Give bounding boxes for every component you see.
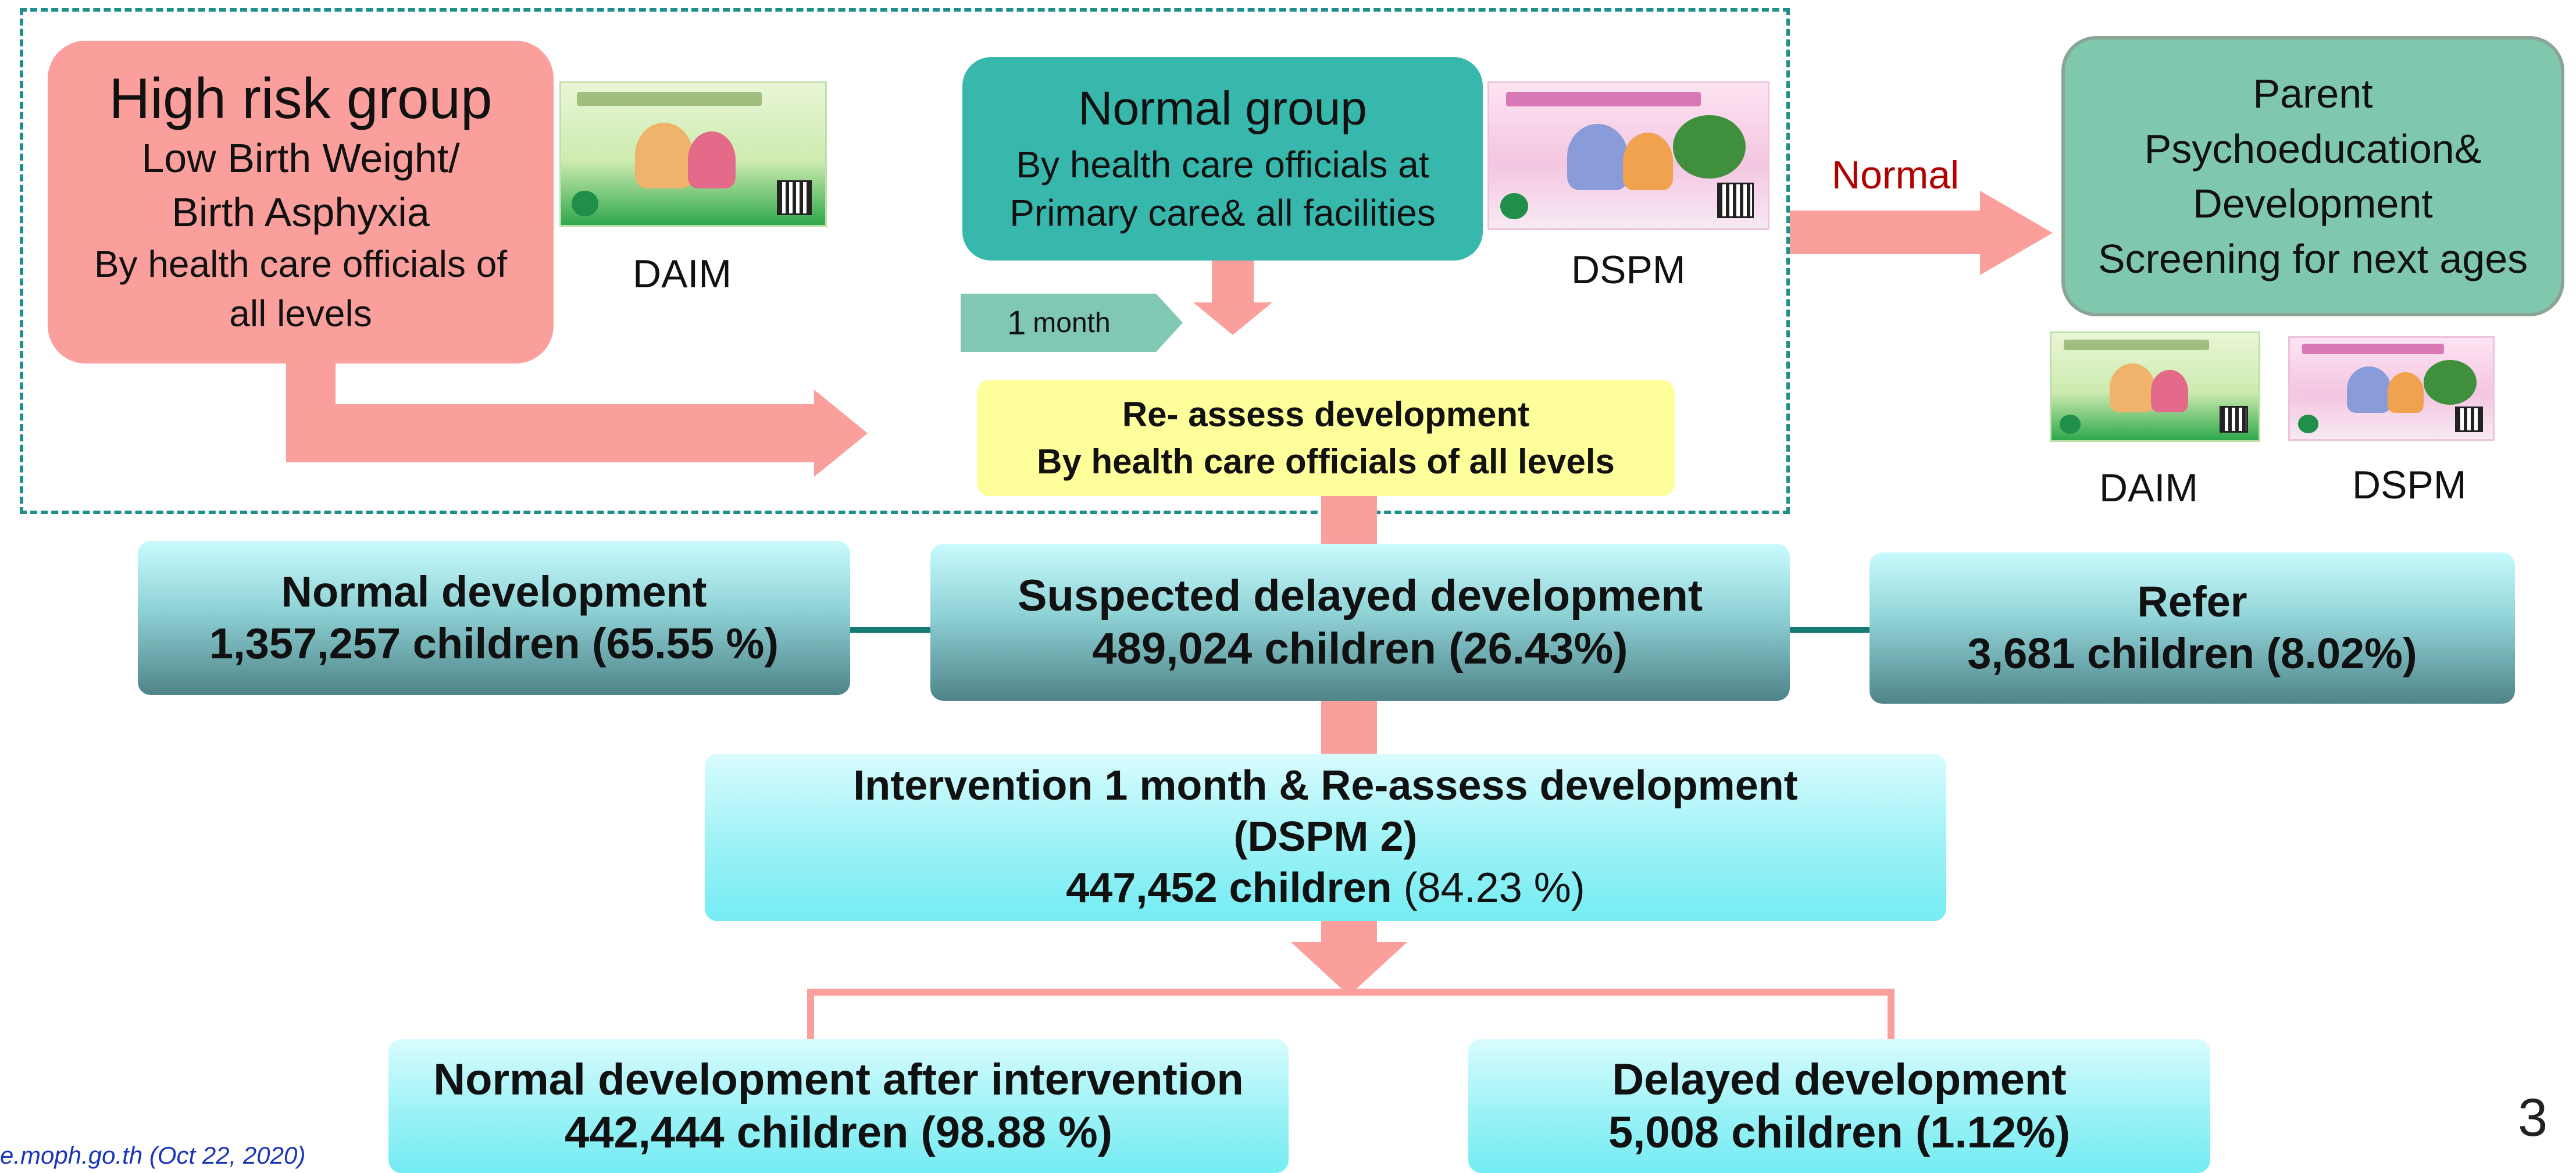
daim-label: DAIM [633,252,732,296]
intervention-box: Intervention 1 month & Re-assess develop… [705,754,1946,921]
normal-after-intervention-count: 442,444 children (98.88 %) [564,1108,1113,1157]
reassess-line-1: Re- assess development [1122,395,1530,434]
intervention-count-children: 447,452 children [1066,864,1392,911]
dspm-label-right: DSPM [2352,463,2467,507]
refer-title: Refer [2137,577,2247,626]
normal-group-line-1: By health care officials at [1016,144,1429,186]
suspected-to-intervention-bar [1321,701,1377,754]
normal-suspected-connector [850,627,930,633]
intervention-arrow-shaft [1321,921,1377,944]
page-number: 3 [2518,1088,2548,1147]
reassess-to-suspected-bar [1321,496,1377,544]
suspected-refer-connector [1790,627,1869,633]
reassess-line-2: By health care officials of all levels [1037,442,1615,481]
high-risk-line-2: Birth Asphyxia [172,189,430,235]
suspected-delayed-box: Suspected delayed development 489,024 ch… [930,544,1790,701]
normal-development-box: Normal development 1,357,257 children (6… [138,541,850,695]
one-month-number: 1 [1007,304,1026,342]
parent-line-4: Screening for next ages [2097,236,2528,281]
daim-booklet-image-right [2050,331,2260,442]
high-risk-title: High risk group [109,66,493,130]
normal-right-arrow-shaft [1790,211,1982,254]
high-risk-line-1: Low Birth Weight/ [141,135,460,181]
normal-after-intervention-box: Normal development after intervention 44… [388,1039,1289,1173]
high-risk-arrow-horizontal [286,404,821,462]
delayed-development-title: Delayed development [1612,1054,2067,1104]
refer-box: Refer 3,681 children (8.02%) [1869,552,2515,704]
intervention-line-2: (DSPM 2) [1233,814,1418,861]
normal-group-down-arrow-shaft [1212,261,1254,304]
normal-after-intervention-title: Normal development after intervention [433,1054,1244,1104]
normal-development-count: 1,357,257 children (65.55 %) [209,619,779,668]
intervention-arrow-head [1291,942,1407,996]
normal-group-box: Normal group By health care officials at… [962,57,1483,261]
one-month-tag: 1 month [961,294,1183,352]
suspected-delayed-title: Suspected delayed development [1017,571,1703,621]
parent-line-3: Development [2193,181,2433,226]
branch-right-line [1888,989,1894,1039]
normal-right-arrow-head [1980,191,2053,275]
high-risk-line-4: all levels [229,292,372,334]
branch-horizontal-line [807,989,1894,996]
parent-psychoeducation-box: Parent Psychoeducation& Development Scre… [2061,36,2564,316]
parent-line-1: Parent [2253,71,2373,116]
reassess-box: Re- assess development By health care of… [977,380,1675,496]
dspm-booklet-image-right [2288,336,2495,441]
normal-group-title: Normal group [1078,81,1367,135]
one-month-unit: month [1033,307,1111,338]
parent-line-2: Psychoeducation& [2144,126,2482,172]
intervention-count-percent: (84.23 %) [1403,864,1585,911]
intervention-line-1: Intervention 1 month & Re-assess develop… [853,762,1798,810]
screening-frame [20,8,1790,514]
source-citation: e.moph.go.th (Oct 22, 2020) [0,1142,306,1169]
dspm-booklet-image [1487,81,1769,230]
dspm-label: DSPM [1571,248,1686,292]
daim-booklet-image [559,81,827,227]
suspected-delayed-count: 489,024 children (26.43%) [1092,624,1628,673]
normal-arrow-label: Normal [1832,153,1960,197]
delayed-development-count: 5,008 children (1.12%) [1608,1108,2071,1157]
branch-left-line [807,989,814,1039]
intervention-count: 447,452 children (84.23 %) [1066,863,1585,914]
normal-development-title: Normal development [281,567,707,616]
daim-label-right: DAIM [2099,466,2198,510]
refer-count: 3,681 children (8.02%) [1967,629,2417,678]
high-risk-group-box: High risk group Low Birth Weight/ Birth … [48,41,554,363]
delayed-development-box: Delayed development 5,008 children (1.12… [1468,1039,2210,1173]
normal-group-line-2: Primary care& all facilities [1009,192,1436,234]
high-risk-line-3: By health care officials of [94,243,508,285]
